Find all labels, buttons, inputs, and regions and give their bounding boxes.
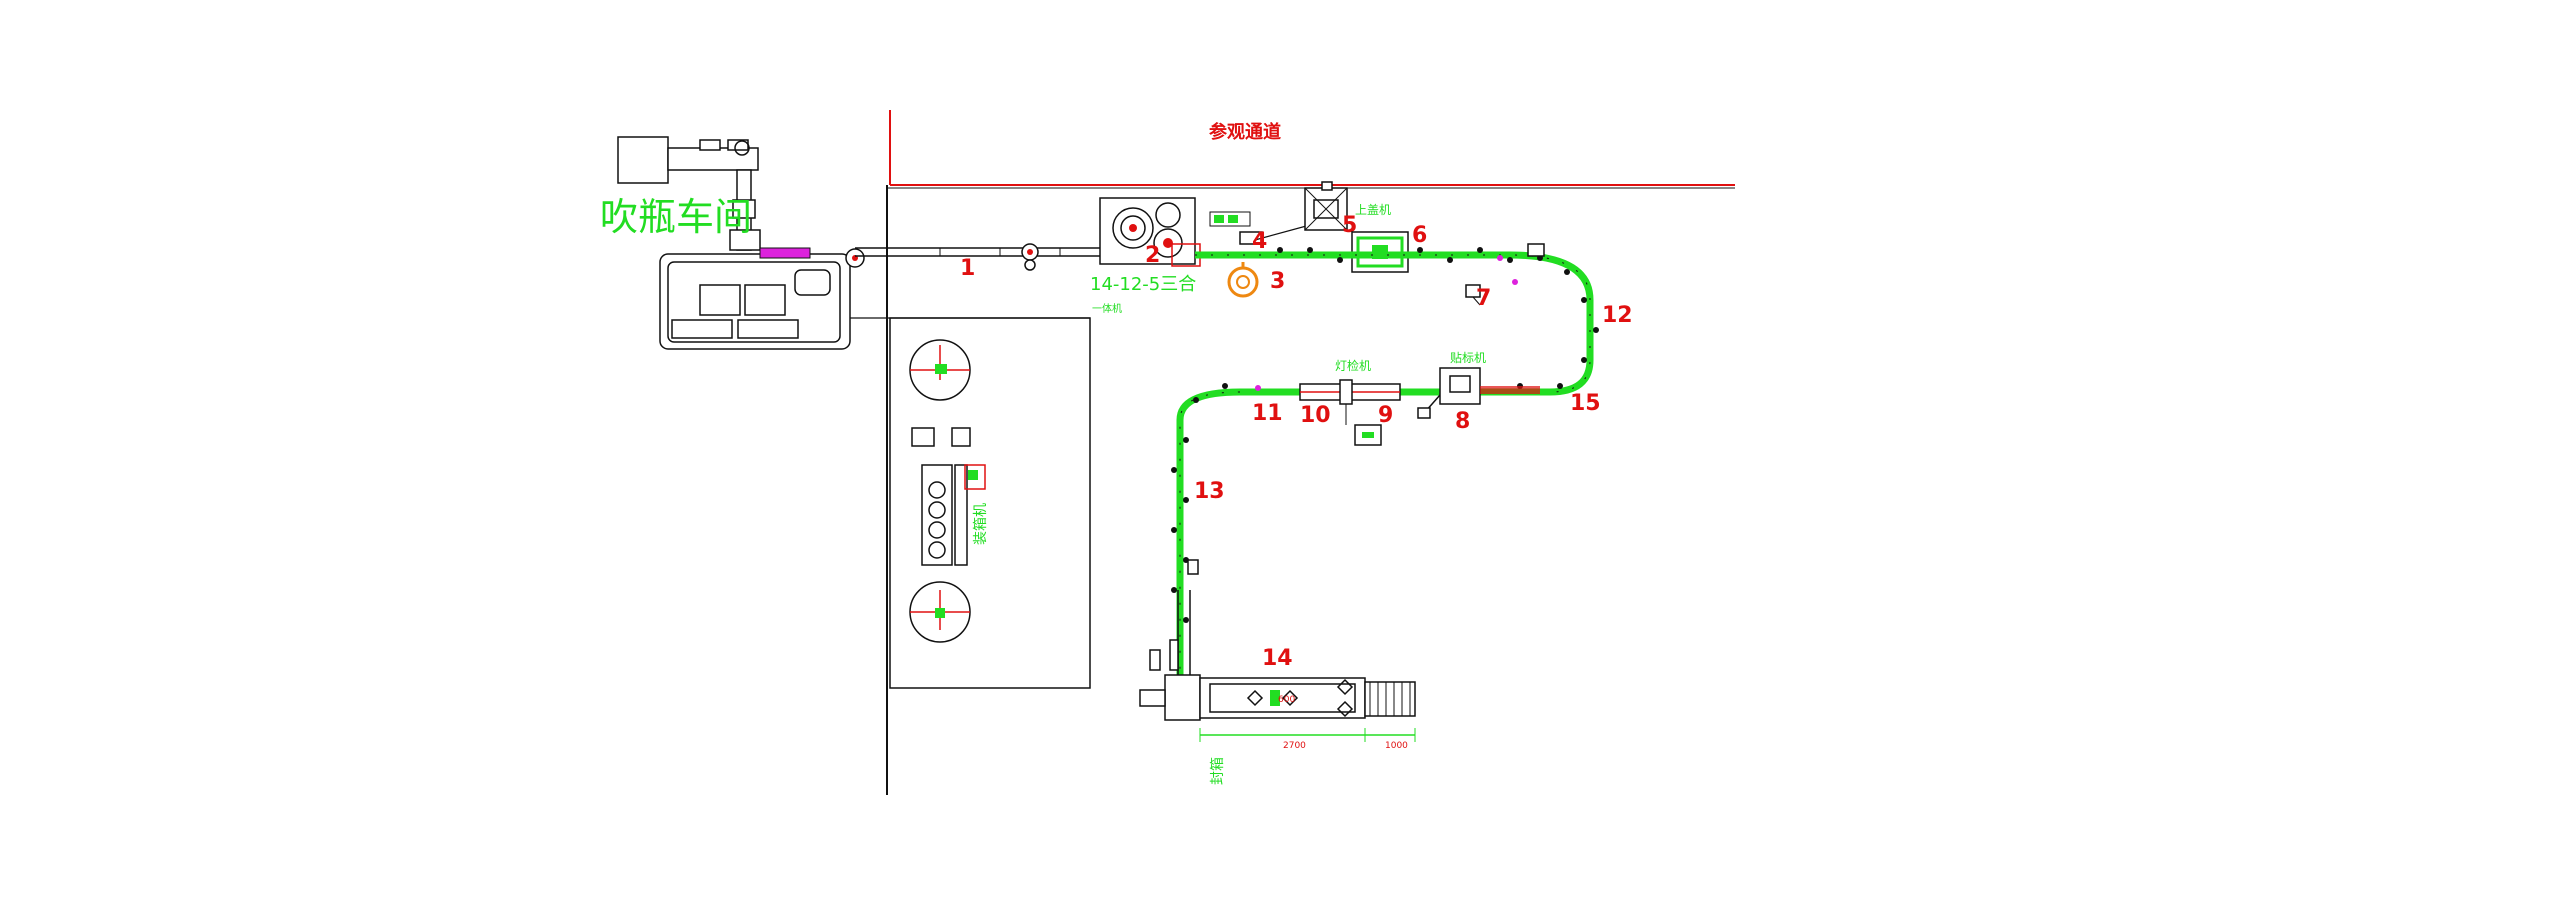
main-conveyor [1176,251,1594,690]
conveyor-supports [1171,247,1599,653]
station-number-2: 2 [1145,243,1160,268]
bottle-loader [1304,181,1348,231]
station-number-4: 4 [1252,229,1267,254]
station-number-15: 15 [1570,391,1601,416]
blowing-workshop-label: 吹瓶车间 [600,195,752,239]
station-number-12: 12 [1602,303,1633,328]
station-number-6: 6 [1412,223,1427,248]
cap-sorter [1227,262,1259,298]
magenta-marker-1 [1497,255,1503,261]
machine-sub-label: 一体机 [1092,302,1122,315]
water-treatment-room [889,317,1091,689]
machine-spec-label: 14-12-5三合 [1090,274,1196,295]
station-number-9: 9 [1378,403,1393,428]
blow-molding-machine [617,136,865,350]
lower-conveyor-equipment [1149,559,1199,690]
cap-elevator [1209,211,1311,245]
labeling-label: 贴标机 [1450,351,1486,365]
filling-machine [1099,197,1201,267]
dimension-2700: 2700 [1283,741,1306,751]
air-conveyor-1 [855,243,1110,271]
station-number-1: 1 [960,256,975,281]
dimension-side: 600 [1278,695,1295,705]
magenta-marker-3 [1255,385,1261,391]
station-number-13: 13 [1194,479,1225,504]
station-number-7: 7 [1476,286,1491,311]
packing-machine [1139,674,1416,742]
labeling-machine [1417,367,1540,419]
station-number-14: 14 [1262,646,1293,671]
water-treatment-label: 装箱机 [973,503,989,545]
light-inspection-label: 灯检机 [1335,358,1371,373]
station-number-10: 10 [1300,403,1331,428]
station-number-3: 3 [1270,269,1285,294]
station-number-8: 8 [1455,409,1470,434]
drive-unit-top [1527,243,1545,257]
station-number-11: 11 [1252,401,1283,426]
magenta-marker-2 [1512,279,1518,285]
bottle-loader-label: 上盖机 [1355,203,1391,217]
box-sealing-label: 封箱 [1210,757,1226,785]
dimension-1000: 1000 [1385,741,1408,751]
inspection-conveyor [1299,379,1401,446]
laser-coder [1465,284,1481,306]
visitor-corridor-label: 参观通道 [1209,121,1281,143]
